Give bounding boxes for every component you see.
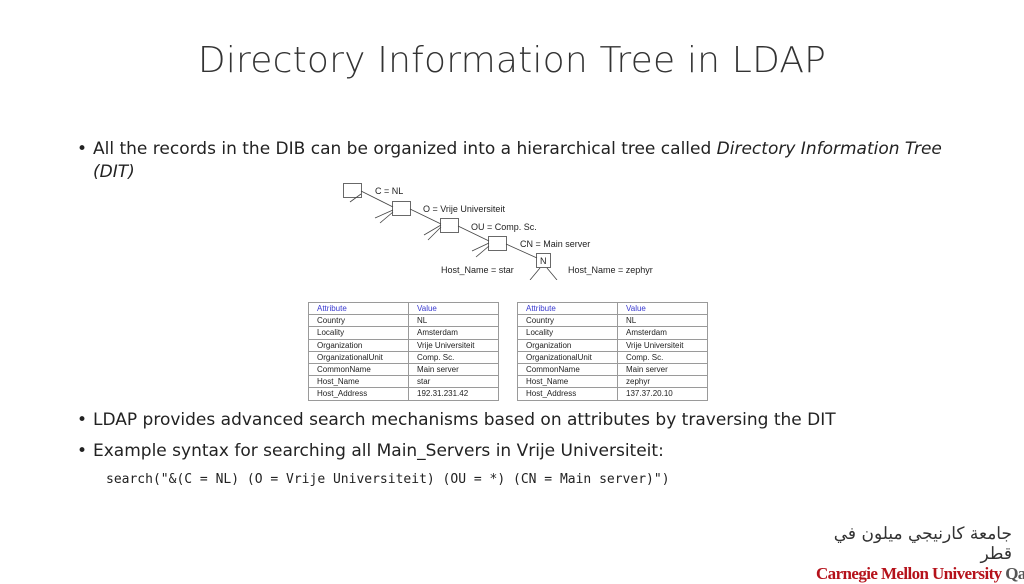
- column-header-value: Value: [408, 301, 499, 316]
- table-cell: Host_Name: [308, 375, 409, 389]
- table-cell: Amsterdam: [617, 326, 708, 340]
- tree-node-n: [536, 253, 551, 268]
- tree-label-org-unit: OU = Comp. Sc.: [471, 222, 537, 232]
- table-cell: Locality: [308, 326, 409, 340]
- table-cell: zephyr: [617, 375, 708, 389]
- tree-label-n: N: [540, 256, 547, 266]
- table-cell: Vrije Universiteit: [408, 338, 499, 352]
- logo-campus-name: Qatar: [1005, 564, 1024, 583]
- table-cell: Host_Address: [308, 387, 409, 401]
- bullet-dit-definition: • All the records in the DIB can be orga…: [77, 138, 963, 184]
- table-header-row: Attribute Value: [308, 301, 499, 316]
- tree-label-common-name: CN = Main server: [520, 239, 590, 249]
- bullet-marker: •: [77, 139, 88, 159]
- tree-node-country: [343, 183, 362, 198]
- column-header-attribute: Attribute: [308, 301, 409, 316]
- table-cell: 137.37.20.10: [617, 387, 708, 401]
- bullet-text: LDAP provides advanced search mechanisms…: [93, 410, 836, 430]
- table-header-row: Attribute Value: [517, 301, 708, 316]
- table-cell: Vrije Universiteit: [617, 338, 708, 352]
- table-cell: CommonName: [517, 362, 618, 377]
- logo-university-name: Carnegie Mellon University: [816, 564, 1002, 583]
- logo-english-text: Carnegie Mellon University Qatar: [816, 564, 1024, 584]
- bullet-text: All the records in the DIB can be organi…: [93, 139, 717, 159]
- table-cell: Organization: [308, 338, 409, 352]
- table-cell: Amsterdam: [408, 326, 499, 340]
- tree-label-right-leaf: Host_Name = zephyr: [568, 265, 653, 275]
- bullet-example-syntax: • Example syntax for searching all Main_…: [77, 440, 664, 463]
- column-header-value: Value: [617, 301, 708, 316]
- table-cell: star: [408, 375, 499, 389]
- table-cell: Locality: [517, 326, 618, 340]
- table-cell: Host_Address: [517, 387, 618, 401]
- cmu-qatar-logo: جامعة كارنيجي ميلون في قطر Carnegie Mell…: [816, 524, 1024, 584]
- dit-tree-diagram: C = NL O = Vrije Universiteit OU = Comp.…: [343, 183, 653, 280]
- tree-label-left-leaf: Host_Name = star: [441, 265, 514, 275]
- bullet-emphasis: Directory Information Tree (DIT): [93, 139, 942, 182]
- tree-label-organization: O = Vrije Universiteit: [423, 204, 505, 214]
- table-cell: Main server: [408, 362, 499, 377]
- table-cell: OrganizationalUnit: [308, 350, 409, 364]
- table-cell: Comp. Sc.: [617, 350, 708, 364]
- table-cell: OrganizationalUnit: [517, 350, 618, 364]
- table-cell: Organization: [517, 338, 618, 352]
- tree-node-common-name: [488, 236, 507, 251]
- table-cell: 192.31.231.42: [408, 387, 499, 401]
- table-cell: Host_Name: [517, 375, 618, 389]
- bullet-marker: •: [77, 441, 88, 461]
- table-cell: NL: [408, 314, 499, 328]
- tree-label-country: C = NL: [375, 186, 403, 196]
- table-cell: Country: [517, 314, 618, 328]
- column-header-attribute: Attribute: [517, 301, 618, 316]
- bullet-marker: •: [77, 410, 88, 430]
- slide-title: Directory Information Tree in LDAP: [197, 40, 827, 81]
- table-cell: CommonName: [308, 362, 409, 377]
- tree-node-org-unit: [440, 218, 459, 233]
- logo-arabic-text: جامعة كارنيجي ميلون في قطر: [833, 524, 1012, 564]
- bullet-text: Example syntax for searching all Main_Se…: [93, 441, 664, 461]
- table-cell: NL: [617, 314, 708, 328]
- bullet-search-mechanisms: • LDAP provides advanced search mechanis…: [77, 409, 836, 432]
- tree-node-organization: [392, 201, 411, 216]
- search-code-example: search("&(C = NL) (O = Vrije Universitei…: [106, 472, 670, 487]
- table-cell: Main server: [617, 362, 708, 377]
- table-cell: Country: [308, 314, 409, 328]
- table-cell: Comp. Sc.: [408, 350, 499, 364]
